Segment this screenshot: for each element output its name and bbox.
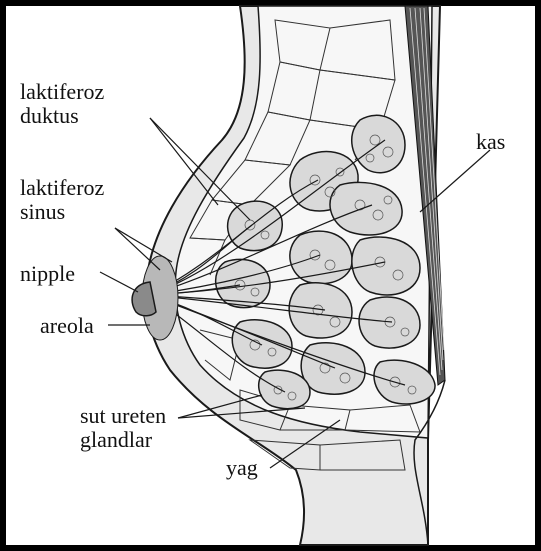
label-line: sinus bbox=[20, 200, 104, 224]
label-laktiferoz-duktus: laktiferoz duktus bbox=[20, 80, 104, 128]
label-laktiferoz-sinus: laktiferoz sinus bbox=[20, 176, 104, 224]
lobule bbox=[290, 231, 352, 284]
label-sut-ureten-glandlar: sut ureten glandlar bbox=[80, 404, 166, 452]
label-kas: kas bbox=[476, 130, 505, 154]
label-line: duktus bbox=[20, 104, 104, 128]
label-line: laktiferoz bbox=[20, 176, 104, 200]
label-line: glandlar bbox=[80, 428, 166, 452]
lobule bbox=[330, 182, 402, 235]
label-areola: areola bbox=[40, 314, 94, 338]
label-line: laktiferoz bbox=[20, 80, 104, 104]
lobule bbox=[359, 297, 420, 348]
lobule bbox=[289, 283, 352, 338]
label-line: sut ureten bbox=[80, 404, 166, 428]
label-nipple: nipple bbox=[20, 262, 75, 286]
label-yag: yag bbox=[226, 456, 258, 480]
